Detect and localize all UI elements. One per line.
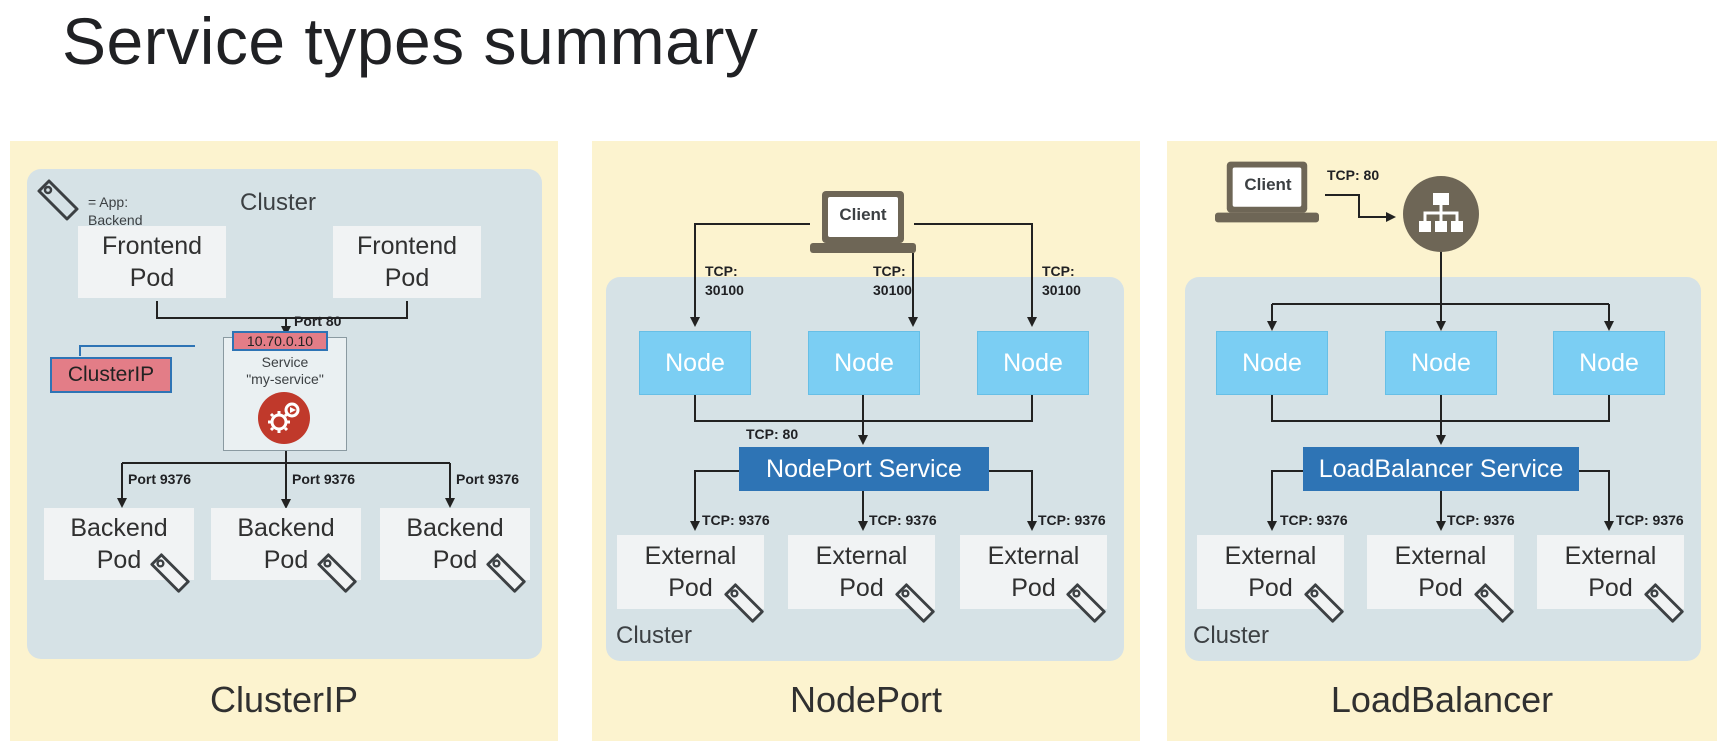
backend-pod-line1: Backend	[237, 514, 335, 542]
tag-icon	[317, 553, 357, 593]
backend-pod-line2: Pod	[263, 546, 309, 574]
cluster-label: Cluster	[616, 622, 693, 649]
tag-icon	[1474, 583, 1514, 623]
tag-icon	[895, 583, 935, 623]
tcp-80-label: TCP: 80	[1327, 167, 1380, 183]
external-pod-line1: External	[1224, 542, 1317, 570]
service-name: Service "my-service"	[223, 354, 347, 388]
external-pod-line2: Pod	[839, 574, 884, 602]
node: Node	[1553, 331, 1665, 395]
loadbalancer-panel: Client TCP: 80 Node Node Node LoadBalanc…	[1167, 141, 1717, 741]
frontend-pod-line1: Frontend	[101, 232, 203, 260]
cluster-label: Cluster	[1193, 622, 1270, 649]
service-name-line1: Service	[261, 354, 309, 370]
service-gear-icon	[258, 392, 310, 444]
clusterip-label-box: ClusterIP	[50, 357, 172, 393]
port-9376-label: Port 9376	[128, 471, 192, 487]
external-pod-line2: Pod	[1248, 574, 1293, 602]
load-balancer-icon	[1403, 176, 1479, 252]
node: Node	[808, 331, 920, 395]
nodeport-panel: Client TCP: 30100 TCP: 30100 TCP: 30100 Nod…	[592, 141, 1140, 741]
external-pod-line1: External	[1394, 542, 1487, 570]
cluster-ip-address: 10.70.0.10	[232, 331, 328, 351]
laptop-icon	[1215, 161, 1319, 223]
node: Node	[1216, 331, 1328, 395]
tcp-node-label-line1: TCP:	[1042, 263, 1075, 279]
tcp-9376-label: TCP: 9376	[1280, 512, 1348, 528]
backend-pod-line2: Pod	[96, 546, 142, 574]
client-label: Client	[839, 205, 887, 224]
tcp-9376-label: TCP: 9376	[869, 512, 937, 528]
external-pod-line1: External	[644, 542, 737, 570]
tcp-node-label-line1: TCP:	[873, 263, 906, 279]
tag-icon	[1644, 583, 1684, 623]
legend-text-line2: Backend	[88, 212, 143, 228]
nodeport-connectors	[690, 223, 1037, 531]
tcp-node-label-line2: 30100	[1042, 282, 1081, 298]
external-pod-line2: Pod	[668, 574, 713, 602]
tcp-node-label: TCP: 30100	[873, 262, 912, 300]
tcp-80-label: TCP: 80	[746, 426, 799, 442]
tag-icon	[150, 553, 190, 593]
tcp-9376-label: TCP: 9376	[702, 512, 770, 528]
tcp-node-label-line2: 30100	[873, 282, 912, 298]
nodeport-service: NodePort Service	[739, 447, 989, 491]
tag-icon	[37, 179, 79, 221]
tcp-9376-label: TCP: 9376	[1616, 512, 1684, 528]
frontend-pod-line2: Pod	[384, 264, 430, 292]
node: Node	[639, 331, 751, 395]
node: Node	[1385, 331, 1497, 395]
external-pod-line1: External	[987, 542, 1080, 570]
loadbalancer-connectors	[1267, 194, 1614, 531]
tcp-9376-label: TCP: 9376	[1038, 512, 1106, 528]
tcp-9376-label: TCP: 9376	[1447, 512, 1515, 528]
frontend-pod-line1: Frontend	[356, 232, 458, 260]
external-pod-line1: External	[1564, 542, 1657, 570]
tag-icon	[1066, 583, 1106, 623]
tcp-node-label: TCP: 30100	[705, 262, 744, 300]
client-label: Client	[1244, 175, 1292, 194]
backend-pod-line1: Backend	[406, 514, 504, 542]
backend-pod-line2: Pod	[432, 546, 478, 574]
frontend-pod-line2: Pod	[129, 264, 175, 292]
port-80-label: Port 80	[294, 313, 342, 329]
tcp-node-label-line1: TCP:	[705, 263, 738, 279]
legend-text: = App: Backend	[88, 193, 142, 229]
backend-pod-line1: Backend	[70, 514, 168, 542]
slide-title: Service types summary	[62, 4, 759, 78]
tcp-node-label: TCP: 30100	[1042, 262, 1081, 300]
external-pod-line2: Pod	[1418, 574, 1463, 602]
external-pod-line2: Pod	[1011, 574, 1056, 602]
external-pod-line2: Pod	[1588, 574, 1633, 602]
legend-text-line1: = App:	[88, 194, 129, 210]
tag-icon	[486, 553, 526, 593]
node: Node	[977, 331, 1089, 395]
panel-label: LoadBalancer	[1330, 679, 1554, 720]
panel-label: NodePort	[789, 679, 943, 720]
external-pod-line1: External	[815, 542, 908, 570]
laptop-icon	[810, 191, 916, 253]
port-9376-label: Port 9376	[456, 471, 520, 487]
tcp-node-label-line2: 30100	[705, 282, 744, 298]
tag-icon	[1304, 583, 1344, 623]
port-9376-label: Port 9376	[292, 471, 356, 487]
panel-label: ClusterIP	[209, 679, 359, 720]
tag-icon	[724, 583, 764, 623]
loadbalancer-service: LoadBalancer Service	[1303, 447, 1579, 491]
cluster-label: Cluster	[240, 189, 317, 216]
service-name-line2: "my-service"	[246, 371, 324, 387]
